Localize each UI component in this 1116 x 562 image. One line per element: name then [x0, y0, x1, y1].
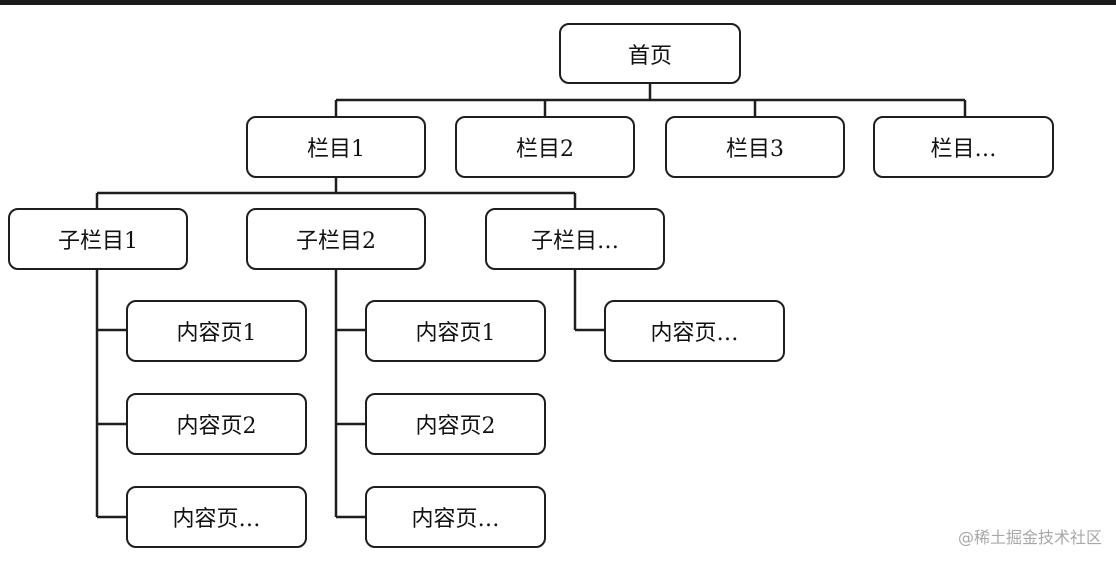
- node-label: 内容页…: [172, 507, 261, 532]
- node-subcolumn-more: 子栏目…: [485, 208, 665, 270]
- node-subcolumn-2: 子栏目2: [246, 208, 426, 270]
- node-content-page: 内容页…: [604, 300, 785, 362]
- node-label: 首页: [627, 43, 672, 69]
- node-label: 内容页…: [411, 507, 500, 532]
- node-label: 栏目1: [307, 137, 365, 162]
- node-label: 子栏目1: [58, 229, 138, 254]
- node-content-page: 内容页…: [365, 486, 546, 548]
- node-root: 首页: [559, 23, 741, 84]
- node-label: 栏目…: [930, 137, 997, 162]
- node-label: 子栏目…: [530, 229, 619, 254]
- node-label: 内容页…: [650, 321, 739, 346]
- node-content-page: 内容页1: [126, 300, 307, 362]
- node-content-page: 内容页…: [126, 486, 307, 548]
- node-label: 子栏目2: [296, 229, 376, 254]
- top-border-bar: [0, 0, 1116, 5]
- node-content-page: 内容页2: [365, 393, 546, 455]
- node-content-page: 内容页2: [126, 393, 307, 455]
- node-column-3: 栏目3: [665, 116, 845, 178]
- node-column-2: 栏目2: [455, 116, 635, 178]
- node-subcolumn-1: 子栏目1: [8, 208, 188, 270]
- node-label: 栏目3: [726, 137, 784, 162]
- node-label: 内容页2: [176, 414, 257, 439]
- node-column-more: 栏目…: [873, 116, 1054, 178]
- watermark-text: @稀土掘金技术社区: [957, 528, 1102, 547]
- node-label: 栏目2: [516, 137, 574, 162]
- node-content-page: 内容页1: [365, 300, 546, 362]
- node-label: 内容页1: [176, 321, 257, 346]
- node-label: 内容页1: [415, 321, 496, 346]
- node-label: 内容页2: [415, 414, 496, 439]
- node-column-1: 栏目1: [246, 116, 426, 178]
